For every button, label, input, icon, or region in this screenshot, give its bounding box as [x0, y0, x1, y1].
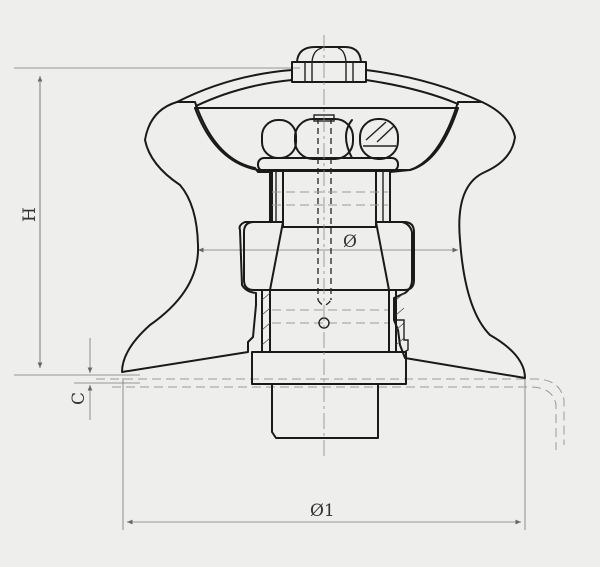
mounting-spigot [271, 383, 379, 439]
outer-diameter-dimension [122, 378, 526, 530]
base-flange [251, 351, 407, 385]
washer-ring [257, 157, 399, 172]
deck-lines [96, 378, 565, 450]
height-dimension [14, 67, 300, 376]
outer-diameter-label: Ø1 [310, 501, 335, 521]
bearing-balls [261, 114, 399, 160]
clearance-label: C [69, 392, 89, 405]
lower-hub [261, 289, 409, 353]
clearance-dimension [74, 338, 140, 420]
dome-cap [176, 69, 483, 171]
inner-diameter-label: Ø [343, 232, 357, 252]
left-barrel-section [121, 101, 273, 373]
conical-collar [243, 221, 415, 291]
right-barrel-section [389, 101, 526, 379]
top-nut [291, 46, 367, 83]
sleeve [269, 170, 391, 228]
central-bolt-hidden [272, 118, 388, 329]
height-label: H [20, 207, 40, 222]
